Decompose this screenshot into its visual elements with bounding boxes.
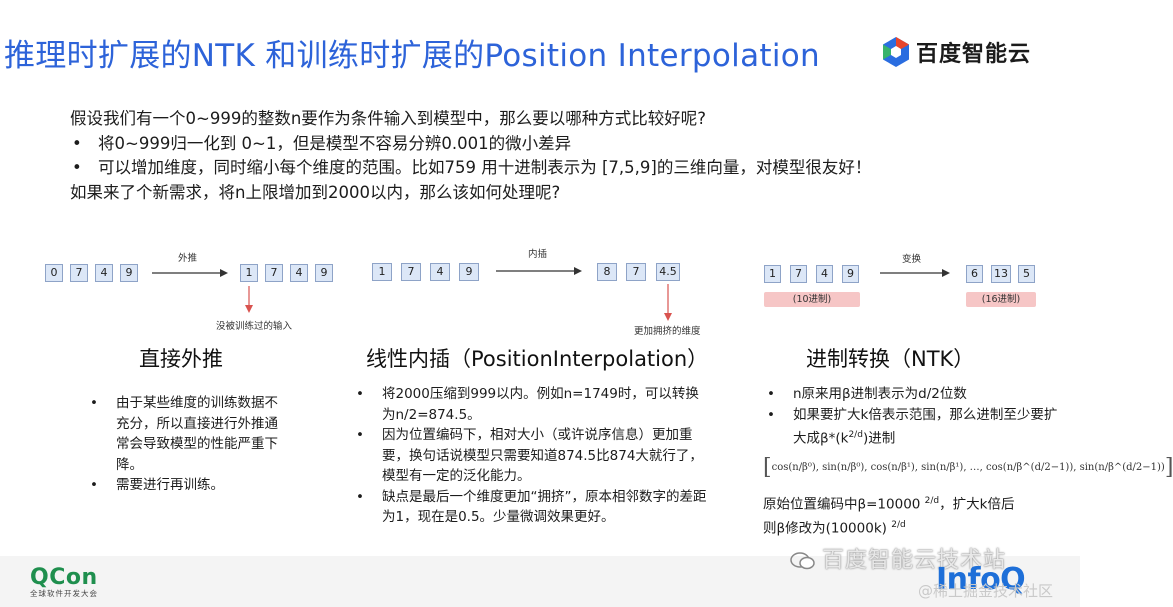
digit-box: 1 — [372, 263, 392, 281]
list-item: 将2000压缩到999以内。例如n=1749时，可以转换为n/2=874.5。 — [354, 384, 710, 425]
extrapolation-list: 由于某些维度的训练数据不充分，所以直接进行外推通常会导致模型的性能严重下降。 需… — [88, 393, 288, 496]
wechat-icon — [790, 552, 815, 570]
list-item-text: )进制 — [862, 430, 896, 447]
section-title-position-interpolation: 线性内插（PositionInterpolation） — [366, 347, 709, 371]
down-arrow-icon — [245, 286, 253, 313]
list-item: n原来用β进制表示为d/2位数 — [765, 384, 1065, 405]
arrow-label: 内插 — [528, 249, 548, 260]
right-arrow-icon — [496, 267, 582, 275]
note-line: 原始位置编码中β=10000 2/d，扩大k倍后 — [763, 496, 1015, 513]
digit-box: 0 — [45, 264, 63, 282]
diagram-row: 0 7 4 9 外推 1 7 4 9 没被训练过的输入 1 7 4 9 内插 8… — [0, 240, 1080, 340]
digit-box: 4 — [430, 263, 450, 281]
digit-box: 4 — [95, 264, 113, 282]
right-arrow-icon — [152, 269, 228, 277]
digit-box: 7 — [265, 264, 283, 282]
digit-box: 1 — [240, 264, 258, 282]
digit-box: 9 — [842, 265, 859, 283]
infoq-logo: InfoQ — [936, 562, 1026, 597]
intro-bullet: 可以增加维度，同时缩小每个维度的范围。比如759 用十进制表示为 [7,5,9]… — [70, 156, 1030, 181]
arrow-label: 变换 — [902, 254, 922, 265]
digit-box: 9 — [315, 264, 333, 282]
down-arrow-icon — [664, 284, 672, 321]
list-item: 由于某些维度的训练数据不充分，所以直接进行外推通常会导致模型的性能严重下降。 — [88, 393, 288, 475]
interpolation-list: 将2000压缩到999以内。例如n=1749时，可以转换为n/2=874.5。 … — [354, 384, 710, 528]
digit-box: 7 — [401, 263, 421, 281]
qcon-logo: QCon 全球软件开发大会 — [30, 565, 98, 599]
intro-bullet: 将0~999归一化到 0~1，但是模型不容易分辨0.001的微小差异 — [70, 132, 1030, 157]
digit-box: 4.5 — [656, 263, 680, 281]
footer-bar — [0, 556, 1080, 607]
formula-text: cos(n/β⁰), sin(n/β⁰), cos(n/β¹), sin(n/β… — [771, 461, 1165, 473]
digit-box: 6 — [966, 265, 983, 283]
list-item: 缺点是最后一个维度更加“拥挤”，原本相邻数字的差距为1，现在是0.5。少量微调效… — [354, 487, 710, 528]
qcon-subtitle: 全球软件开发大会 — [30, 589, 98, 598]
digit-box: 4 — [816, 265, 833, 283]
digit-box: 9 — [459, 263, 479, 281]
intro-new-requirement: 如果来了个新需求，将n上限增加到2000以内，那么该如何处理呢? — [70, 182, 561, 202]
digit-box: 5 — [1018, 265, 1035, 283]
list-item-text: 如果要扩大k倍表示范围，那么进制至少要扩大成β*(k — [793, 406, 1058, 447]
slide-title: 推理时扩展的NTK 和训练时扩展的Position Interpolation — [4, 38, 820, 74]
untrained-input-note: 没被训练过的输入 — [216, 321, 293, 332]
section-title-ntk: 进制转换（NTK） — [806, 347, 975, 371]
list-item: 因为位置编码下，相对大小（或许说序信息）更加重要，换句话说模型只需要知道874.… — [354, 425, 710, 487]
digit-box: 9 — [120, 264, 138, 282]
ntk-list: n原来用β进制表示为d/2位数 如果要扩大k倍表示范围，那么进制至少要扩大成β*… — [765, 384, 1065, 449]
digit-box: 7 — [626, 263, 646, 281]
brand-logo-group: 百度智能云 — [882, 36, 1031, 68]
list-item: 需要进行再训练。 — [88, 475, 288, 496]
right-arrow-icon — [880, 269, 950, 277]
positional-encoding-formula: [ cos(n/β⁰), sin(n/β⁰), cos(n/β¹), sin(n… — [763, 454, 1173, 480]
superscript: 2/d — [848, 430, 863, 440]
digit-box: 7 — [790, 265, 807, 283]
section-title-extrapolation: 直接外推 — [139, 347, 223, 371]
arrow-label: 外推 — [178, 253, 198, 264]
note-line: 则β修改为(10000k) 2/d — [763, 520, 906, 537]
digit-box: 1 — [764, 265, 781, 283]
wechat-watermark: 百度智能云技术站 — [790, 542, 1006, 574]
list-item: 如果要扩大k倍表示范围，那么进制至少要扩大成β*(k2/d)进制 — [765, 405, 1065, 450]
digit-box: 8 — [597, 263, 617, 281]
juejin-watermark: @稀土掘金技术社区 — [918, 582, 1054, 600]
ntk-base-note: 原始位置编码中β=10000 2/d，扩大k倍后 则β修改为(10000k) 2… — [763, 491, 1063, 539]
baidu-cloud-logo-icon — [883, 37, 909, 67]
digit-box: 4 — [290, 264, 308, 282]
digit-box: 13 — [991, 265, 1011, 283]
digit-box: 7 — [70, 264, 88, 282]
base-16-tag: (16进制) — [966, 292, 1036, 307]
base-10-tag: (10进制) — [764, 292, 860, 307]
qcon-wordmark: QCon — [30, 565, 98, 590]
intro-block: 假设我们有一个0~999的整数n要作为条件输入到模型中，那么要以哪种方式比较好呢… — [70, 107, 1030, 205]
intro-question: 假设我们有一个0~999的整数n要作为条件输入到模型中，那么要以哪种方式比较好呢… — [70, 109, 707, 128]
crowded-dimension-note: 更加拥挤的维度 — [634, 326, 701, 337]
brand-name: 百度智能云 — [916, 42, 1032, 67]
